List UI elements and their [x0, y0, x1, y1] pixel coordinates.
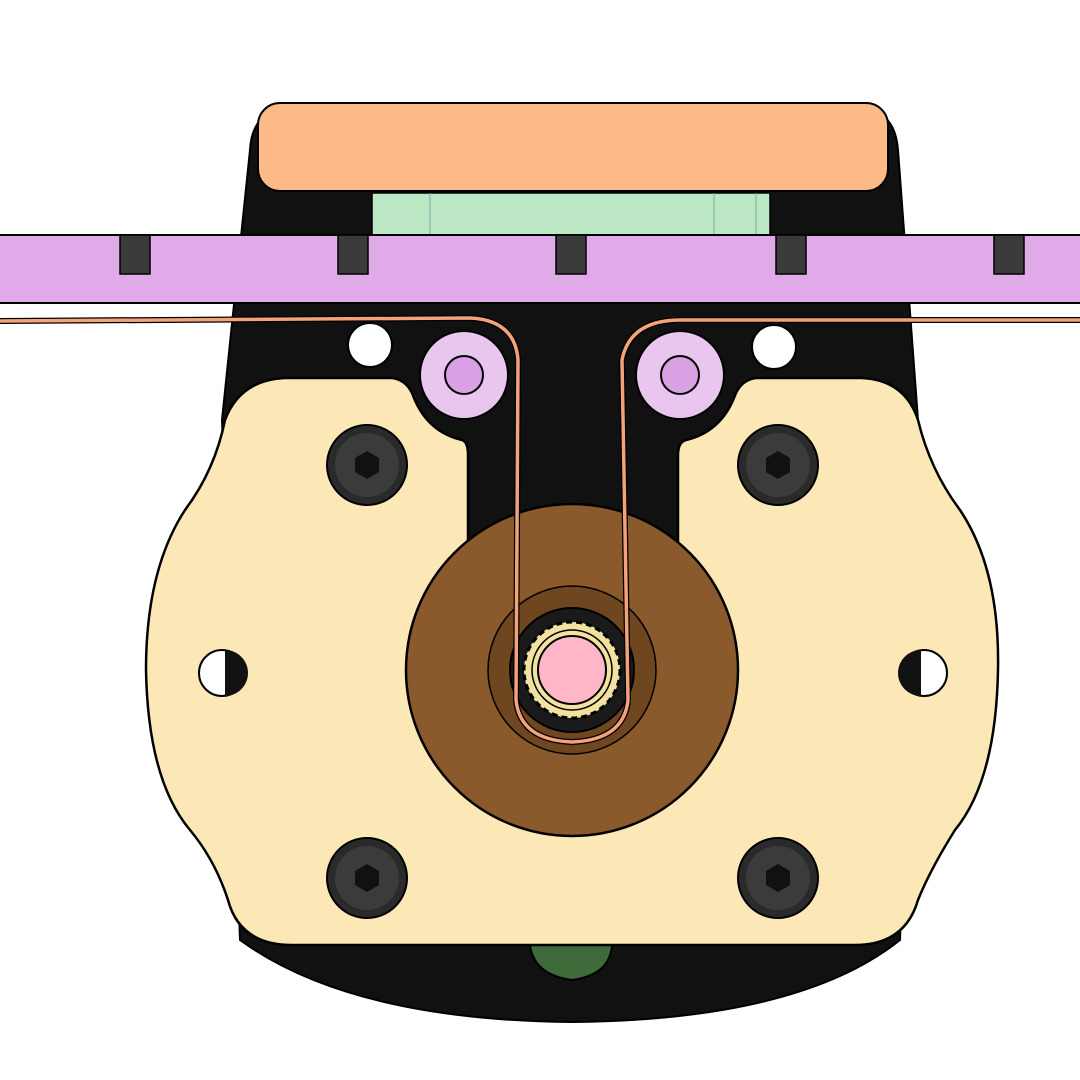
- screw-head-icon: [737, 424, 819, 506]
- screw-head-icon: [737, 837, 819, 919]
- bottom-window: [528, 944, 614, 982]
- screw-head-icon: [326, 424, 408, 506]
- upper-hole-right: [751, 324, 797, 370]
- top-cap: [257, 102, 889, 192]
- screw-head-icon: [326, 837, 408, 919]
- idler-pulley-icon: [419, 330, 509, 420]
- purple-rail: [0, 234, 1080, 304]
- side-hole-right: [898, 649, 948, 697]
- upper-hole-left: [347, 322, 393, 368]
- rail-notches: [119, 234, 1025, 275]
- green-window: [371, 192, 771, 238]
- screws: [326, 424, 819, 919]
- hub: [537, 635, 607, 705]
- idler-pulley-icon: [635, 330, 725, 420]
- side-hole-left: [198, 649, 248, 697]
